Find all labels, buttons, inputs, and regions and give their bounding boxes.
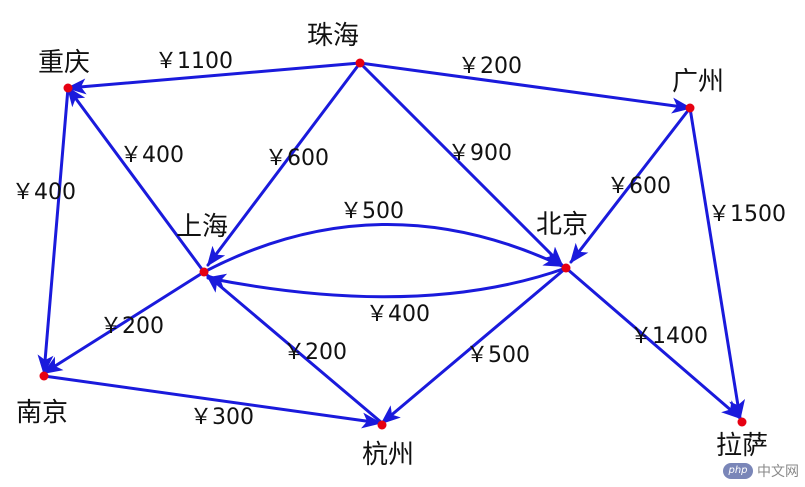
price-label-shanghai-beijing: ￥500 [340,199,404,224]
edge-zhuhai-shanghai [206,61,362,267]
watermark-text: 中文网 [757,464,799,480]
node-chongqing [63,83,73,93]
edge-shanghai-beijing [202,223,564,274]
city-label-chongqing: 重庆 [38,48,90,78]
city-labels: 珠海 重庆 广州 上海 北京 南京 杭州 拉萨 [16,21,768,470]
city-label-nanjing: 南京 [16,398,68,428]
price-label-shanghai-nanjing: ￥200 [100,314,164,339]
edge-shanghai-nanjing [42,270,206,375]
edge-nanjing-hangzhou [42,374,382,429]
watermark: php 中文网 [723,461,799,481]
edge-shanghai-chongqing [66,86,206,274]
node-lasa [737,417,747,427]
price-label-zhuhai-beijing: ￥900 [448,141,512,166]
edge-guangzhou-beijing [569,106,692,264]
edge-beijing-lasa [564,266,742,420]
price-label-beijing-shanghai: ￥400 [366,302,430,327]
edge-zhuhai-chongqing [66,61,362,95]
price-label-chongqing-nanjing: ￥400 [12,180,76,205]
edges-layer [37,61,746,429]
price-label-nanjing-hangzhou: ￥300 [190,405,254,430]
price-label-guangzhou-beijing: ￥600 [607,174,671,199]
edge-beijing-shanghai [206,266,568,299]
node-beijing [561,263,571,273]
city-label-shanghai: 上海 [176,212,228,242]
price-labels: ￥1100 ￥200 ￥600 ￥900 ￥400 ￥400 ￥600 ￥150… [12,49,786,430]
price-label-hangzhou-shanghai: ￥200 [283,340,347,365]
price-label-zhuhai-shanghai: ￥600 [265,146,329,171]
price-label-guangzhou-lasa: ￥1500 [708,202,786,227]
node-shanghai [199,267,209,277]
node-guangzhou [685,103,695,113]
node-nanjing [39,371,49,381]
edge-zhuhai-guangzhou [358,61,692,114]
edge-beijing-hangzhou [380,266,568,425]
city-label-beijing: 北京 [536,210,588,240]
edge-guangzhou-lasa [688,106,746,420]
node-zhuhai [355,58,365,68]
price-label-beijing-lasa: ￥1400 [630,324,708,349]
price-label-shanghai-chongqing: ￥400 [120,143,184,168]
price-label-zhuhai-guangzhou: ￥200 [458,54,522,79]
city-label-guangzhou: 广州 [672,67,724,97]
city-label-zhuhai: 珠海 [307,21,359,51]
node-hangzhou [377,420,387,430]
edge-zhuhai-beijing [358,61,564,267]
city-label-lasa: 拉萨 [716,431,768,461]
city-label-hangzhou: 杭州 [362,440,414,470]
php-logo-icon: php [723,463,753,479]
edge-hangzhou-shanghai [205,273,384,425]
nodes-layer [39,58,747,430]
edge-chongqing-nanjing [37,86,70,375]
price-label-zhuhai-chongqing: ￥1100 [155,49,233,74]
price-label-beijing-hangzhou: ￥500 [466,343,530,368]
